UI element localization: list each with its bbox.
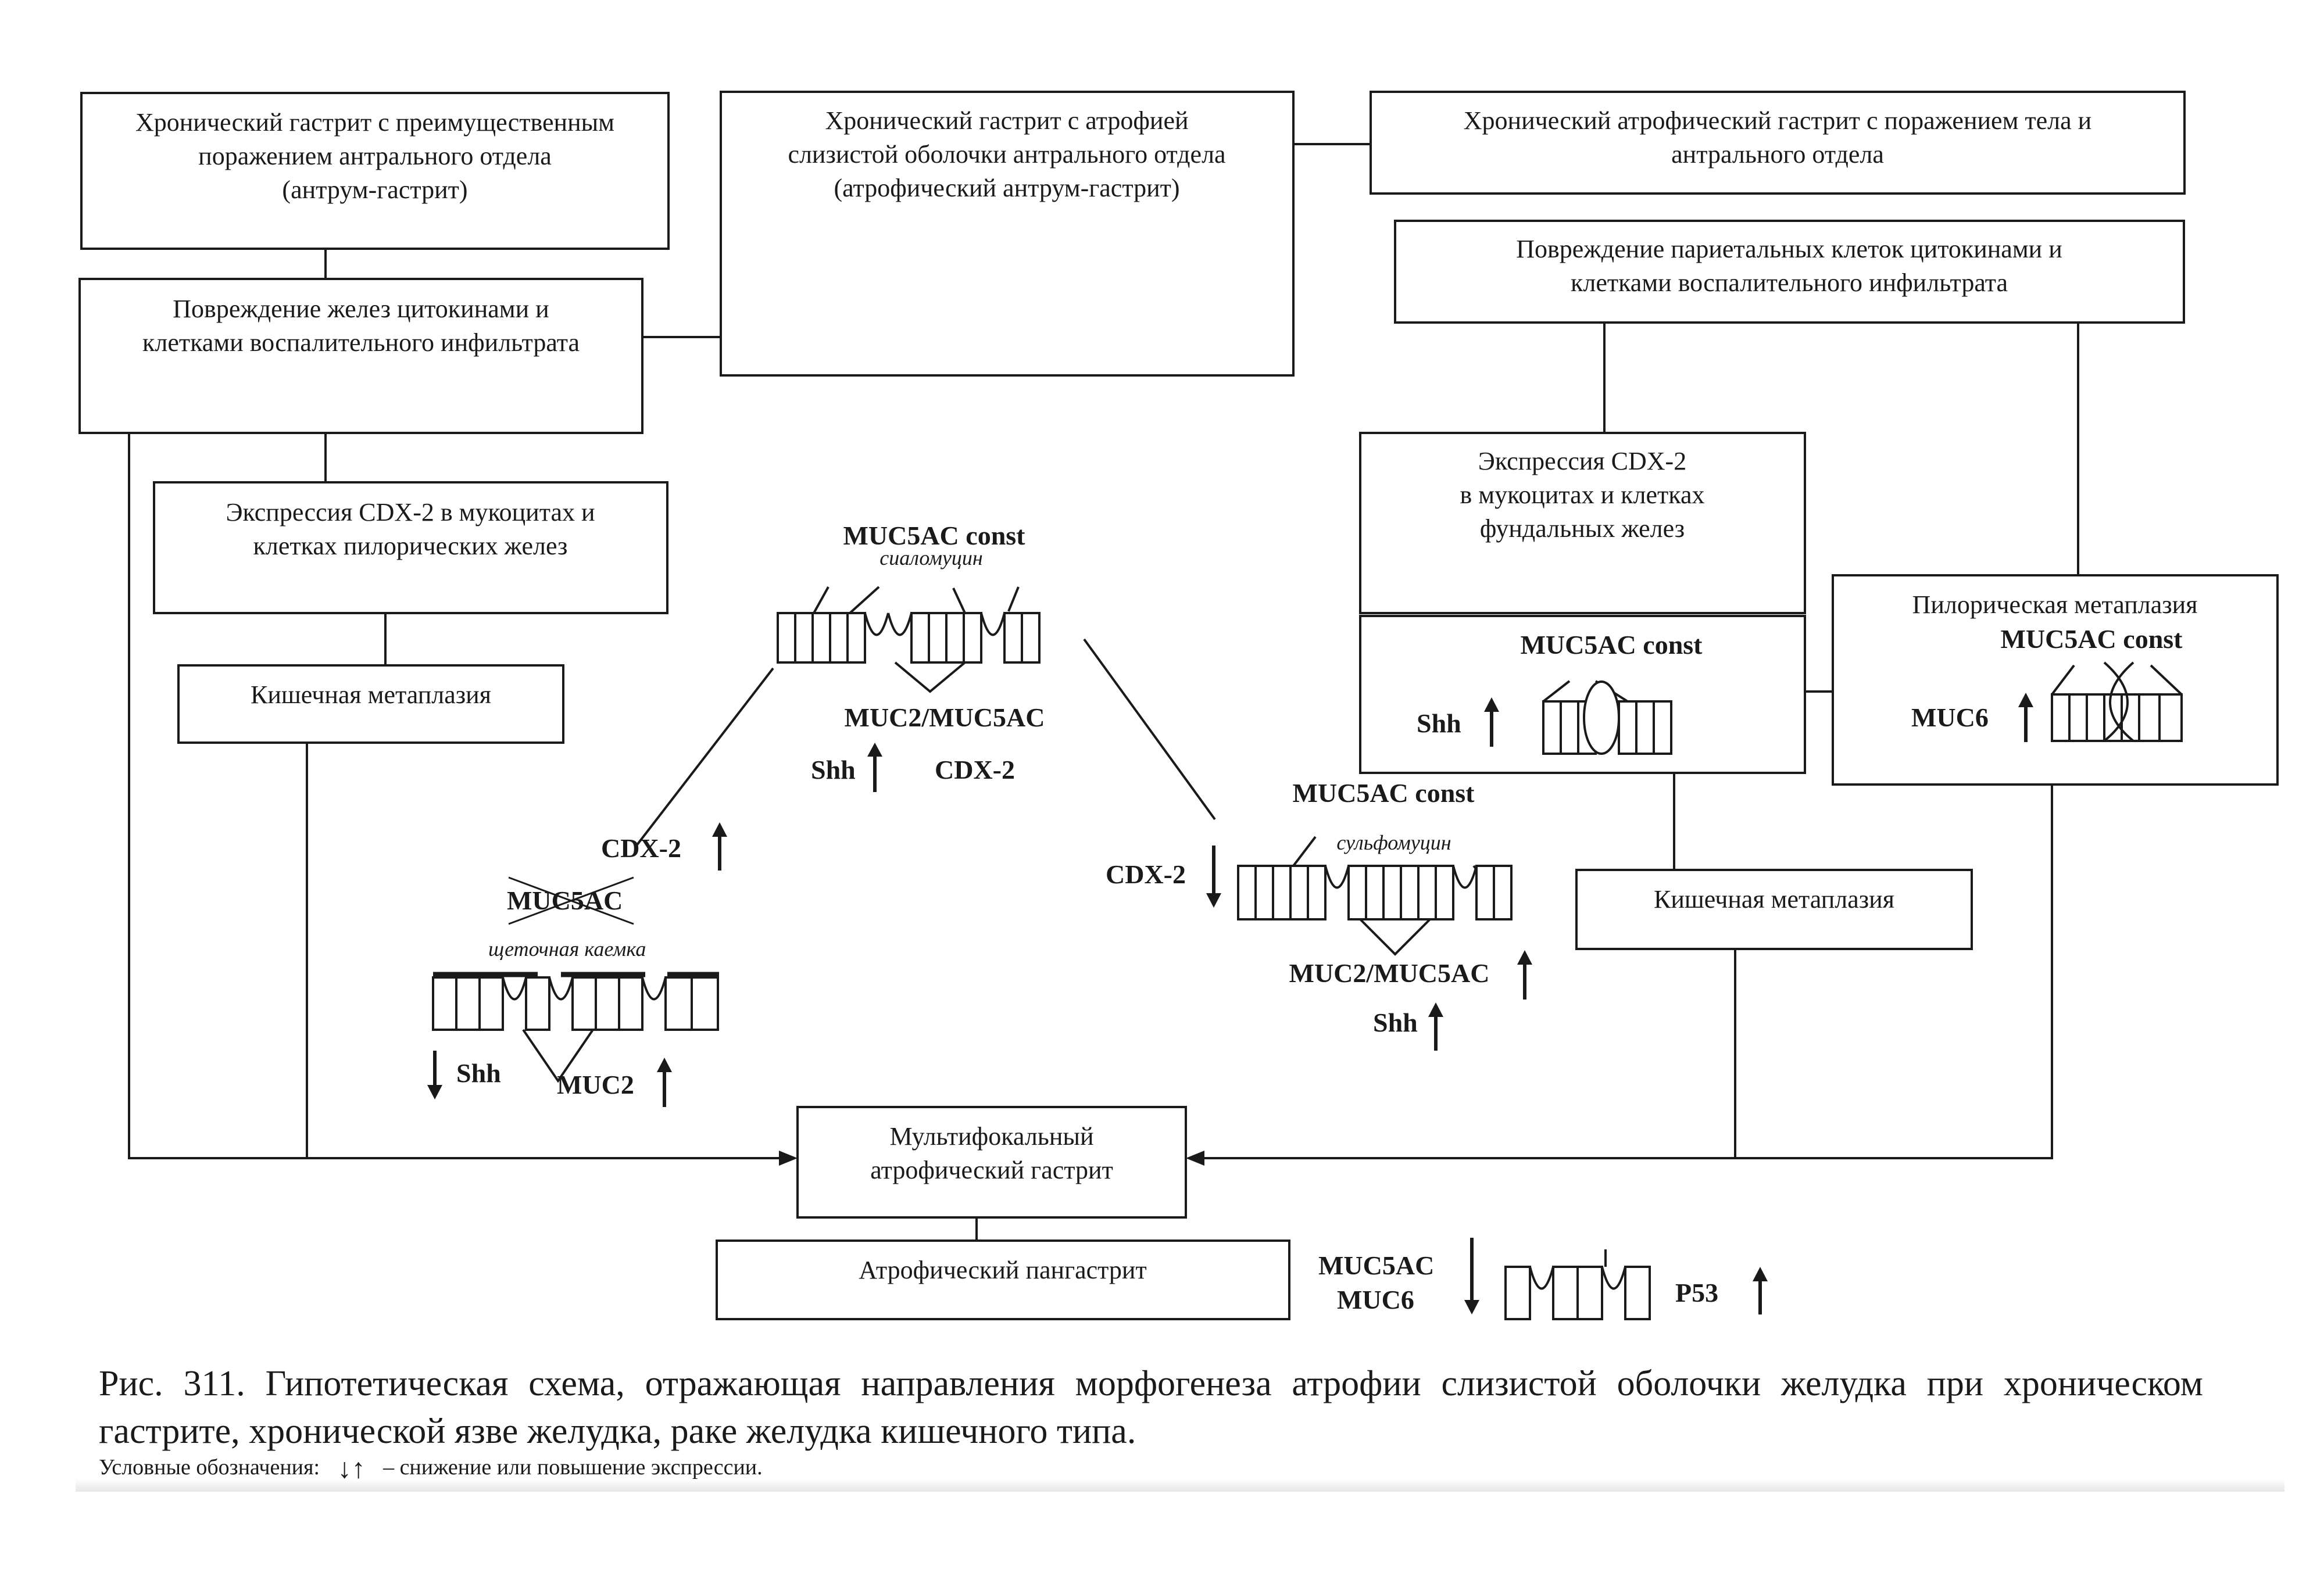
muc5ac-const-label: MUC5AC const bbox=[843, 521, 1025, 550]
svg-text:Повреждение париетальных клето: Повреждение париетальных клеток цитокина… bbox=[1516, 235, 2062, 297]
box-line: Атрофический пангастрит bbox=[859, 1256, 1146, 1284]
legend: Условные обозначения: ↓↑ – снижение или … bbox=[99, 1447, 2284, 1488]
box-line: атрофический гастрит bbox=[870, 1156, 1113, 1184]
shh-label: Shh bbox=[1417, 708, 1461, 738]
shh-label: Shh bbox=[811, 755, 856, 784]
box-line: фундальных желез bbox=[1480, 514, 1685, 543]
legend-arrows-icon: ↓↑ bbox=[337, 1453, 366, 1485]
box-pangastritis: Атрофический пангастрит bbox=[716, 1240, 1290, 1320]
muc5ac-crossed-label: MUC5AC bbox=[507, 886, 623, 915]
box-line: Хронический гастрит с преимущественным bbox=[135, 108, 614, 137]
epithelium-left: CDX-2 MUC5AC щеточная каемка Shh bbox=[427, 822, 727, 1107]
svg-text:Экспрессия CDX-2 в мукоцитах и: Экспрессия CDX-2 в мукоцитах и клетках пи… bbox=[226, 498, 595, 560]
muc5ac-const-label: MUC5AC const bbox=[1292, 778, 1475, 808]
box-multifocal-gastritis: Мультифокальный атрофический гастрит bbox=[796, 1106, 1187, 1219]
box-line: Экспрессия CDX-2 bbox=[1478, 447, 1686, 475]
box-line: Пилорическая метаплазия bbox=[1912, 590, 2198, 619]
box-line: Мультифокальный bbox=[889, 1122, 1093, 1151]
svg-text:Хронический гастрит с атрофией: Хронический гастрит с атрофией слизистой … bbox=[788, 106, 1225, 202]
pyloric-markers: MUC5AC const MUC6 bbox=[1911, 624, 2183, 742]
down-arrow-icon bbox=[427, 1051, 442, 1099]
cdx2-label: CDX-2 bbox=[601, 833, 681, 863]
box-line: в мукоцитах и клетках bbox=[1460, 481, 1704, 509]
cdx2-label: CDX-2 bbox=[935, 755, 1015, 784]
connector-lines bbox=[128, 143, 2079, 1241]
legend-text: – снижение или повышение экспрессии. bbox=[383, 1455, 763, 1480]
box-line: Хронический гастрит с атрофией bbox=[825, 106, 1188, 135]
box-line: Кишечная метаплазия bbox=[251, 680, 491, 709]
box-line: Кишечная метаплазия bbox=[1654, 885, 1894, 914]
figure-caption: Рис. 311. Гипотетическая схема, отражающ… bbox=[99, 1364, 2203, 1451]
cross-out-icon bbox=[508, 876, 634, 925]
box-cdx2-fundic: Экспрессия CDX-2 в мукоцитах и клетках фун… bbox=[1359, 432, 1806, 614]
muc5ac-const-label: MUC5AC const bbox=[2000, 624, 2183, 654]
bottom-markers: MUC5AC MUC6 P53 bbox=[1318, 1238, 1768, 1320]
up-arrow-icon bbox=[657, 1058, 672, 1107]
down-arrow-icon bbox=[1206, 846, 1221, 908]
sialomucin-label: сиаломуцин bbox=[879, 546, 983, 569]
box-parietal-damage: Повреждение париетальных клеток цитокина… bbox=[1394, 220, 2185, 324]
scan-shadow bbox=[76, 1479, 2284, 1492]
box-gland-damage: Повреждение желез цитокинами и клетками в… bbox=[78, 278, 643, 434]
muc5ac-const-label: MUC5AC const bbox=[1520, 630, 1703, 660]
muc2-muc5ac-label: MUC2/MUC5AC bbox=[845, 703, 1045, 732]
up-arrow-icon bbox=[2018, 693, 2033, 742]
box-antrum-gastritis: Хронический гастрит с преимущественным по… bbox=[80, 92, 670, 250]
sulfomucin-label: сульфомуцин bbox=[1336, 831, 1451, 854]
muc5ac-label: MUC5AC bbox=[1318, 1251, 1434, 1280]
box-atrophic-antrum-gastritis: Хронический гастрит с атрофией слизистой … bbox=[720, 91, 1295, 377]
muc2-label: MUC2 bbox=[557, 1070, 634, 1099]
epithelium-right: MUC5AC const сульфомуцин CDX-2 MUC2/MUC5… bbox=[1106, 778, 1532, 1051]
up-arrow-icon bbox=[1517, 950, 1532, 1000]
box-line: антрального отдела bbox=[1671, 140, 1884, 169]
muc6-label: MUC6 bbox=[1337, 1285, 1414, 1314]
fundic-markers: MUC5AC const Shh bbox=[1417, 630, 1703, 755]
p53-label: P53 bbox=[1675, 1278, 1718, 1308]
box-line: (антрум-гастрит) bbox=[282, 175, 467, 204]
box-atrophic-body-antrum-gastritis: Хронический атрофический гастрит с пораж… bbox=[1370, 91, 2186, 195]
box-line: (атрофический антрум-гастрит) bbox=[834, 174, 1179, 202]
up-arrow-icon bbox=[1428, 1002, 1443, 1051]
up-arrow-icon bbox=[712, 822, 727, 871]
muc6-label: MUC6 bbox=[1911, 703, 1989, 732]
box-line: слизистой оболочки антрального отдела bbox=[788, 140, 1225, 169]
epithelium-center-top: MUC5AC const сиаломуцин MUC2/MUC5AC Shh … bbox=[777, 521, 1045, 792]
box-line: Повреждение париетальных клеток цитокина… bbox=[1516, 235, 2062, 263]
up-arrow-icon bbox=[867, 743, 882, 792]
box-cdx2-pyloric: Экспрессия CDX-2 в мукоцитах и клетках пи… bbox=[153, 481, 668, 614]
up-arrow-icon bbox=[1484, 697, 1499, 747]
box-intestinal-metaplasia-left: Кишечная метаплазия bbox=[177, 664, 564, 744]
box-pyloric-metaplasia: Пилорическая метаплазия bbox=[1832, 574, 2279, 786]
brush-border-label: щеточная каемка bbox=[488, 937, 646, 961]
svg-text:Экспрессия CDX-2в мукоцитах и: Экспрессия CDX-2 в мукоцитах и клетках фун… bbox=[1460, 447, 1704, 543]
legend-prefix: Условные обозначения: bbox=[99, 1455, 320, 1480]
svg-text:Хронический гастрит с преимуще: Хронический гастрит с преимущественным по… bbox=[135, 108, 614, 204]
svg-text:Повреждение желез цитокинами и: Повреждение желез цитокинами и клетками в… bbox=[142, 295, 580, 357]
shh-label: Shh bbox=[1373, 1008, 1418, 1037]
box-line: поражением антрального отдела bbox=[198, 142, 552, 170]
box-line: Хронический атрофический гастрит с пораж… bbox=[1464, 106, 2091, 135]
box-line: Повреждение желез цитокинами и bbox=[173, 295, 549, 323]
box-line: клетками воспалительного инфильтрата bbox=[142, 328, 580, 357]
shh-label: Shh bbox=[456, 1058, 501, 1088]
box-line: клетками воспалительного инфильтрата bbox=[1571, 268, 2008, 297]
muc2-muc5ac-label: MUC2/MUC5AC bbox=[1289, 958, 1490, 988]
box-line: Экспрессия CDX-2 в мукоцитах и bbox=[226, 498, 595, 526]
svg-text:Хронический атрофический гастр: Хронический атрофический гастрит с пораж… bbox=[1464, 106, 2091, 169]
box-intestinal-metaplasia-right: Кишечная метаплазия bbox=[1575, 869, 1973, 950]
cdx2-label: CDX-2 bbox=[1106, 859, 1186, 889]
up-arrow-icon bbox=[1753, 1267, 1768, 1314]
down-arrow-icon bbox=[1464, 1238, 1479, 1314]
box-line: клетках пилорических желез bbox=[253, 532, 568, 560]
